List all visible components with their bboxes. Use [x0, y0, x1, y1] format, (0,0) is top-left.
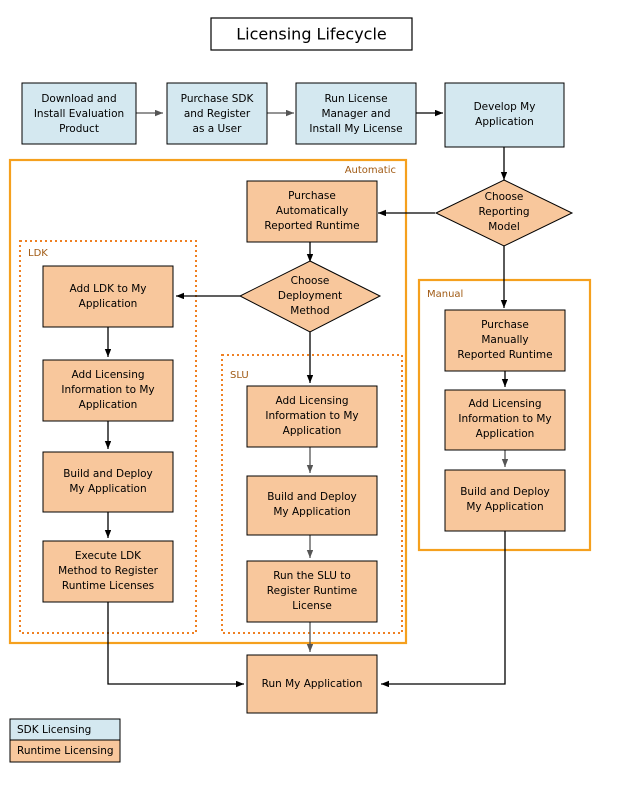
node-run-license-manager-line3: Install My License	[309, 123, 402, 135]
group-label-ldk: LDK	[28, 248, 48, 259]
node-develop-my-application[interactable]: Develop My Application	[444, 82, 565, 148]
node-ldk-add-licensing-information[interactable]: Add Licensing Information to My Applicat…	[42, 359, 174, 422]
edge-ldk-execute-to-run-app	[107, 602, 244, 688]
node-choose-deployment-method[interactable]: Choose Deployment Method	[238, 260, 382, 333]
node-slu-build-line1: Build and Deploy	[267, 491, 357, 503]
node-man-build-line1: Build and Deploy	[460, 486, 550, 498]
node-choose-reporting-line2: Reporting	[478, 206, 529, 218]
node-develop-line1: Develop My	[474, 101, 536, 113]
edges-layer	[104, 109, 509, 688]
node-slu-run-line3: License	[292, 600, 332, 612]
group-label-manual: Manual	[427, 289, 463, 300]
node-download[interactable]: Download and Install Evaluation Product	[21, 82, 137, 145]
node-slu-add-licensing-information[interactable]: Add Licensing Information to My Applicat…	[246, 385, 378, 448]
node-choose-reporting-line3: Model	[488, 221, 520, 233]
node-download-line1: Download and	[41, 93, 116, 105]
node-man-build-line2: My Application	[466, 501, 543, 513]
node-run-app-line1: Run My Application	[262, 678, 363, 690]
page-title-text: Licensing Lifecycle	[236, 25, 387, 44]
node-ldk-add-lic-line3: Application	[79, 399, 138, 411]
node-purchase-manual-line1: Purchase	[481, 319, 529, 331]
node-purchase-auto-line3: Reported Runtime	[264, 220, 359, 232]
node-purchase-sdk-line1: Purchase SDK	[181, 93, 255, 105]
node-man-add-lic-line3: Application	[476, 428, 535, 440]
node-develop-line2: Application	[475, 116, 534, 128]
node-purchase-manually-reported-runtime[interactable]: Purchase Manually Reported Runtime	[444, 309, 566, 372]
node-run-license-manager-line1: Run License	[324, 93, 387, 105]
node-choose-reporting-model[interactable]: Choose Reporting Model	[434, 179, 574, 247]
node-slu-add-lic-line1: Add Licensing	[275, 395, 348, 407]
node-slu-add-lic-line3: Application	[283, 425, 342, 437]
node-purchase-manual-line2: Manually	[481, 334, 528, 346]
node-manual-add-licensing-information[interactable]: Add Licensing Information to My Applicat…	[444, 389, 566, 451]
node-slu-run-line2: Register Runtime	[267, 585, 357, 597]
node-download-line2: Install Evaluation	[34, 108, 124, 120]
node-purchase-automatically-reported-runtime[interactable]: Purchase Automatically Reported Runtime	[246, 180, 378, 243]
node-choose-deploy-line3: Method	[290, 305, 329, 317]
node-ldk-execute-line2: Method to Register	[58, 565, 159, 577]
node-run-the-slu-to-register[interactable]: Run the SLU to Register Runtime License	[246, 560, 378, 623]
node-add-ldk-line1: Add LDK to My	[70, 283, 147, 295]
node-purchase-auto-line2: Automatically	[276, 205, 348, 217]
node-choose-reporting-line1: Choose	[485, 191, 524, 203]
node-choose-deploy-line1: Choose	[291, 275, 330, 287]
node-execute-ldk-method[interactable]: Execute LDK Method to Register Runtime L…	[42, 540, 174, 603]
node-slu-run-line1: Run the SLU to	[273, 570, 351, 582]
node-ldk-add-lic-line1: Add Licensing	[71, 369, 144, 381]
node-purchase-sdk-line2: and Register	[184, 108, 251, 120]
legend-item-sdk: SDK Licensing	[9, 718, 121, 741]
node-ldk-execute-line1: Execute LDK	[75, 550, 142, 562]
group-label-automatic: Automatic	[345, 165, 396, 176]
node-purchase-manual-line3: Reported Runtime	[457, 349, 552, 361]
legend-label-sdk: SDK Licensing	[17, 724, 91, 736]
node-run-my-application[interactable]: Run My Application	[246, 654, 378, 714]
group-label-slu: SLU	[230, 370, 249, 381]
node-man-add-lic-line1: Add Licensing	[468, 398, 541, 410]
edge-man-build-to-run-app	[381, 531, 506, 688]
node-slu-build-and-deploy[interactable]: Build and Deploy My Application	[246, 475, 378, 536]
node-choose-deploy-line2: Deployment	[278, 290, 342, 302]
legend-item-runtime: Runtime Licensing	[9, 739, 121, 763]
node-purchase-auto-line1: Purchase	[288, 190, 336, 202]
group-slu: SLU	[221, 354, 403, 634]
node-ldk-add-lic-line2: Information to My	[61, 384, 154, 396]
node-purchase-sdk[interactable]: Purchase SDK and Register as a User	[166, 82, 268, 145]
legend: SDK Licensing Runtime Licensing	[9, 718, 121, 763]
node-download-line3: Product	[59, 123, 99, 135]
node-man-add-lic-line2: Information to My	[458, 413, 551, 425]
node-run-license-manager-line2: Manager and	[321, 108, 390, 120]
node-ldk-build-line1: Build and Deploy	[63, 468, 153, 480]
legend-label-runtime: Runtime Licensing	[17, 745, 114, 757]
node-add-ldk-to-my-application[interactable]: Add LDK to My Application	[42, 265, 174, 328]
node-slu-add-lic-line2: Information to My	[265, 410, 358, 422]
node-slu-build-line2: My Application	[273, 506, 350, 518]
node-ldk-execute-line3: Runtime Licenses	[62, 580, 154, 592]
node-ldk-build-and-deploy[interactable]: Build and Deploy My Application	[42, 451, 174, 513]
page-title: Licensing Lifecycle	[210, 17, 413, 51]
group-automatic: Automatic	[8, 158, 408, 645]
node-purchase-sdk-line3: as a User	[193, 123, 243, 135]
node-run-license-manager[interactable]: Run License Manager and Install My Licen…	[295, 82, 417, 145]
node-add-ldk-line2: Application	[79, 298, 138, 310]
node-manual-build-and-deploy[interactable]: Build and Deploy My Application	[444, 469, 566, 532]
node-ldk-build-line2: My Application	[69, 483, 146, 495]
